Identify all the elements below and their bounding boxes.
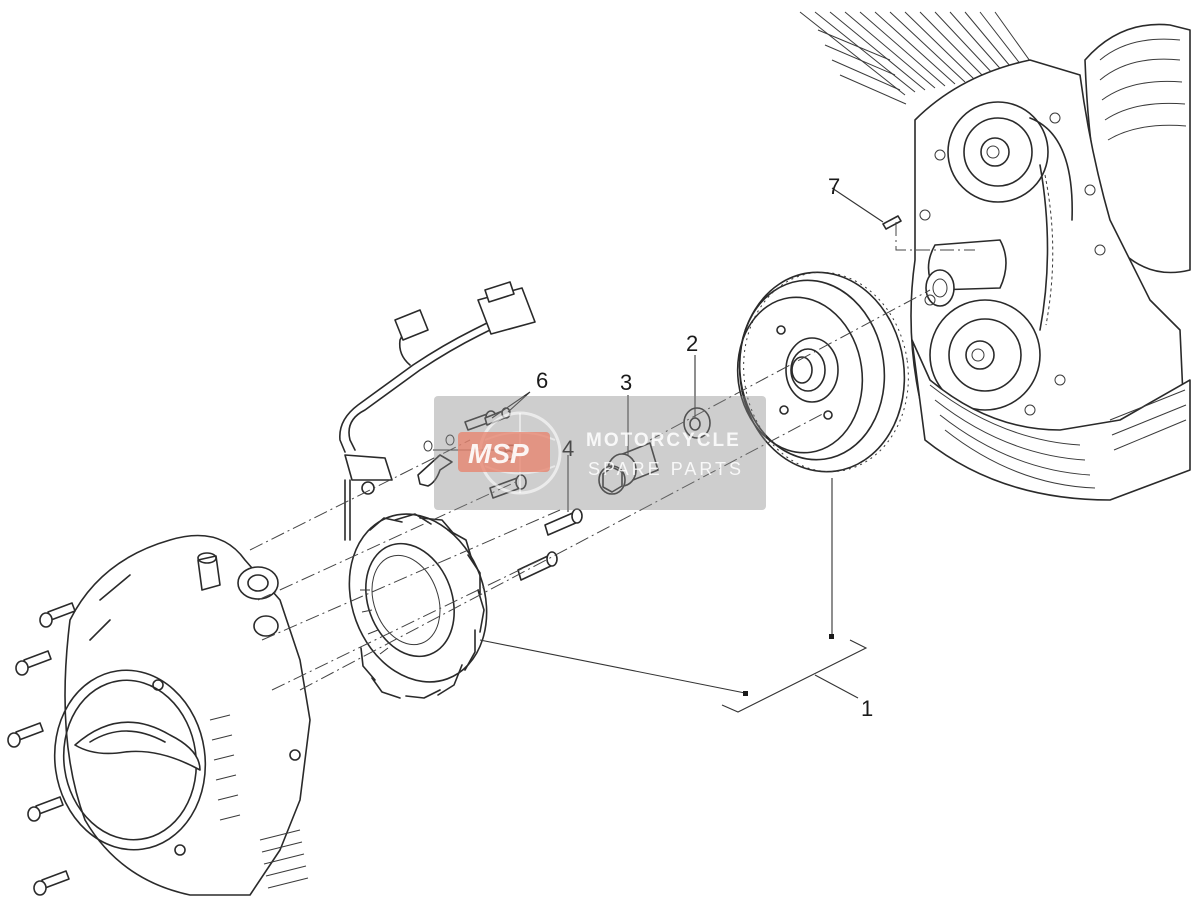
assembly-axis-lines [249, 222, 975, 691]
leader-lines [433, 187, 884, 713]
watermark-line1: MOTORCYCLE [586, 430, 741, 451]
cable-clip [417, 434, 455, 487]
engine-block [799, 11, 1191, 501]
watermark-line2: SPARE PARTS [588, 459, 744, 479]
callout-3: 3 [620, 370, 632, 395]
harness-screws [464, 407, 511, 431]
callout-7: 7 [828, 174, 840, 199]
watermark: MSP MOTORCYCLE SPARE PARTS [434, 396, 766, 510]
flywheel-rotor [736, 271, 909, 473]
wiring-harness [339, 281, 536, 541]
callout-6: 6 [536, 368, 548, 393]
cover-screws [7, 602, 76, 896]
callout-4: 4 [562, 436, 574, 461]
callout-2: 2 [686, 331, 698, 356]
washer [683, 407, 711, 439]
alternator-cover [53, 534, 311, 896]
flange-bolt [598, 442, 659, 495]
stator [348, 513, 488, 699]
callout-1: 1 [861, 696, 873, 721]
watermark-logo: MSP [468, 438, 529, 469]
dowel-pin [882, 215, 902, 230]
